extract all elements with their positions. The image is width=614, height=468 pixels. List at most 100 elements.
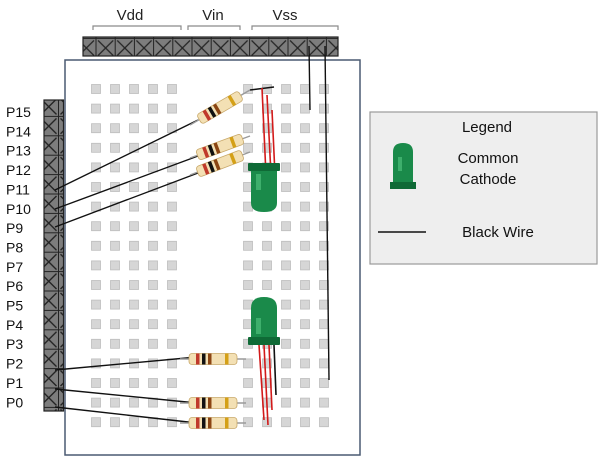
breadboard-hole bbox=[319, 299, 329, 310]
breadboard-hole bbox=[110, 417, 120, 428]
breadboard-hole bbox=[319, 182, 329, 192]
wire-p11 bbox=[54, 119, 199, 191]
wire-p0 bbox=[54, 406, 198, 424]
breadboard-hole bbox=[167, 221, 177, 232]
pin-label-p14: P14 bbox=[6, 123, 31, 139]
breadboard-hole bbox=[129, 417, 139, 428]
breadboard-hole bbox=[300, 397, 310, 408]
breadboard-hole bbox=[148, 319, 158, 330]
breadboard-hole bbox=[129, 123, 139, 134]
black-wires bbox=[54, 45, 330, 424]
breadboard-hole bbox=[91, 182, 101, 192]
breadboard-hole bbox=[243, 240, 253, 251]
breadboard-hole bbox=[148, 358, 158, 369]
io-header-strip bbox=[43, 99, 65, 412]
breadboard-hole bbox=[300, 123, 310, 134]
breadboard-hole bbox=[281, 123, 291, 134]
breadboard-hole bbox=[243, 358, 253, 369]
breadboard-hole bbox=[300, 299, 310, 310]
breadboard-hole bbox=[281, 378, 291, 388]
breadboard-hole bbox=[319, 84, 329, 94]
wire-p2 bbox=[54, 356, 198, 371]
breadboard-hole bbox=[148, 221, 158, 232]
breadboard-hole bbox=[129, 338, 139, 349]
breadboard-hole bbox=[110, 221, 120, 232]
wire-vss-2 bbox=[324, 45, 330, 381]
breadboard-hole bbox=[129, 84, 139, 94]
breadboard-hole bbox=[262, 123, 272, 134]
pin-label-p0: P0 bbox=[6, 394, 23, 410]
breadboard-hole bbox=[129, 319, 139, 330]
breadboard-hole bbox=[91, 240, 101, 251]
breadboard-hole bbox=[167, 240, 177, 251]
breadboard-hole bbox=[167, 417, 177, 428]
breadboard-hole bbox=[281, 221, 291, 232]
header-label-vss: Vss bbox=[272, 7, 297, 24]
breadboard-hole bbox=[129, 221, 139, 232]
breadboard-hole bbox=[243, 378, 253, 388]
resistor-4 bbox=[180, 353, 246, 365]
header-brackets bbox=[92, 25, 339, 30]
breadboard-hole bbox=[319, 123, 329, 134]
resistor-2 bbox=[189, 134, 251, 160]
wire-p1 bbox=[54, 388, 198, 404]
breadboard-hole bbox=[91, 84, 101, 94]
wire-vss-1 bbox=[308, 45, 311, 111]
power-header-strip bbox=[82, 36, 339, 57]
header-label-vin: Vin bbox=[202, 7, 223, 24]
breadboard-hole bbox=[148, 142, 158, 153]
resistor-1 bbox=[189, 89, 251, 126]
wire-p9 bbox=[54, 172, 199, 228]
breadboard-hole bbox=[262, 358, 272, 369]
breadboard-hole bbox=[319, 319, 329, 330]
pin-label-p1: P1 bbox=[6, 375, 23, 391]
resistor-3 bbox=[189, 150, 251, 177]
breadboard-hole bbox=[300, 280, 310, 290]
breadboard-hole bbox=[281, 182, 291, 192]
breadboard-hole bbox=[300, 221, 310, 232]
breadboard-hole bbox=[319, 162, 329, 173]
breadboard-hole bbox=[319, 358, 329, 369]
breadboard-hole bbox=[110, 142, 120, 153]
breadboard-hole bbox=[91, 378, 101, 388]
breadboard-hole bbox=[91, 103, 101, 114]
breadboard-hole bbox=[319, 338, 329, 349]
pin-label-p5: P5 bbox=[6, 298, 23, 314]
breadboard-hole bbox=[281, 240, 291, 251]
breadboard-hole bbox=[300, 182, 310, 192]
pin-label-p11: P11 bbox=[6, 181, 30, 197]
legend-title: Legend bbox=[462, 119, 512, 136]
breadboard-hole bbox=[300, 84, 310, 94]
breadboard-hole bbox=[148, 201, 158, 212]
breadboard-hole bbox=[319, 417, 329, 428]
legend-box: Legend Common Cathode Black Wire bbox=[369, 111, 598, 265]
breadboard-hole bbox=[243, 280, 253, 290]
breadboard-hole bbox=[281, 162, 291, 173]
pin-label-p8: P8 bbox=[6, 239, 23, 255]
breadboard-hole bbox=[262, 240, 272, 251]
pin-label-p13: P13 bbox=[6, 143, 31, 159]
breadboard-hole bbox=[148, 162, 158, 173]
breadboard-hole bbox=[243, 260, 253, 271]
breadboard-hole bbox=[110, 123, 120, 134]
breadboard-hole bbox=[281, 84, 291, 94]
breadboard-hole bbox=[129, 162, 139, 173]
breadboard-hole bbox=[91, 299, 101, 310]
breadboard-hole bbox=[167, 103, 177, 114]
breadboard-hole bbox=[300, 417, 310, 428]
breadboard-hole bbox=[281, 319, 291, 330]
legend-led-label-line1: Common bbox=[458, 150, 519, 167]
breadboard-hole bbox=[110, 299, 120, 310]
pin-label-p6: P6 bbox=[6, 278, 23, 294]
breadboard-hole bbox=[281, 142, 291, 153]
breadboard-hole bbox=[167, 201, 177, 212]
breadboard-hole bbox=[148, 103, 158, 114]
led-bottom bbox=[248, 297, 280, 345]
breadboard-hole bbox=[129, 378, 139, 388]
breadboard-hole bbox=[319, 103, 329, 114]
breadboard-hole bbox=[262, 221, 272, 232]
breadboard-hole bbox=[129, 397, 139, 408]
legend-led-icon bbox=[390, 143, 416, 189]
